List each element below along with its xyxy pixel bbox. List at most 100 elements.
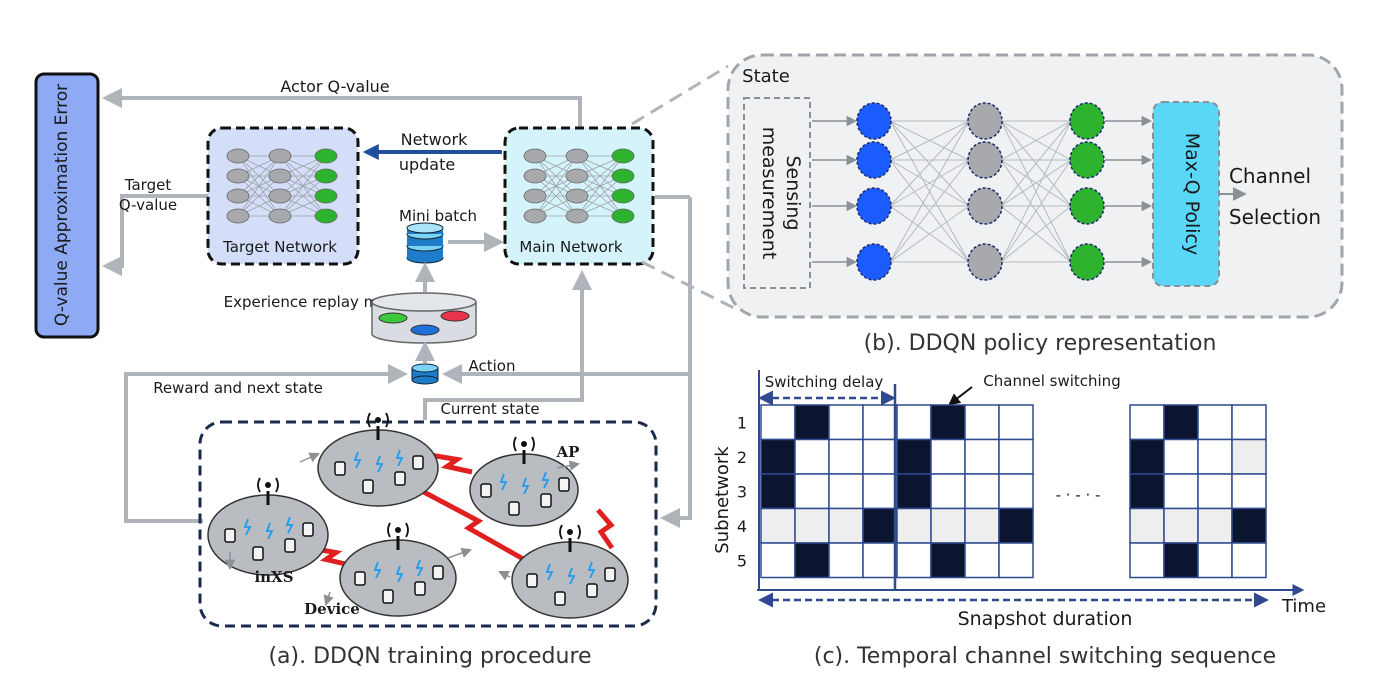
ap-wave xyxy=(257,477,261,493)
device-icon xyxy=(412,455,424,470)
grid-cell xyxy=(964,404,1000,441)
mobility-arrow xyxy=(323,591,334,606)
device-icon xyxy=(586,583,598,598)
ap-antenna-icon xyxy=(395,527,401,533)
mini-net-node xyxy=(268,188,292,204)
inxs-label: inXS xyxy=(254,568,293,586)
mini-batch-label: Mini batch xyxy=(399,207,477,225)
target-network-label: Target Network xyxy=(222,238,337,256)
row-label: 1 xyxy=(737,413,747,432)
signal-icon xyxy=(567,567,576,585)
policy-edge xyxy=(1000,120,1072,263)
mobility-arrow xyxy=(556,460,581,471)
device-icon xyxy=(302,522,314,537)
device-icon xyxy=(558,477,570,492)
grid-cell xyxy=(964,473,1000,510)
mini-net-node xyxy=(226,208,250,224)
grid-cell xyxy=(760,404,796,441)
grid-cell xyxy=(828,507,864,544)
mini-net-edge xyxy=(576,175,624,217)
grid-cell xyxy=(1231,404,1267,441)
ap-wave xyxy=(367,412,371,428)
row-label: 5 xyxy=(737,551,747,570)
mini-net-node xyxy=(314,148,338,164)
subnetwork-cluster xyxy=(511,524,629,619)
zoom-line-top xyxy=(631,64,729,126)
policy-edge xyxy=(1000,159,1072,263)
device-icon xyxy=(604,567,616,582)
device-label: Device xyxy=(304,600,360,618)
grid-cell xyxy=(930,438,966,475)
subnetwork-cluster xyxy=(207,477,329,576)
lightning-link xyxy=(596,508,615,550)
sensing-box xyxy=(743,97,811,289)
grid-cell xyxy=(998,404,1034,441)
grid-cell xyxy=(1197,438,1233,475)
ap-antenna-icon xyxy=(375,417,381,423)
signal-icon xyxy=(499,473,508,491)
policy-node xyxy=(1069,243,1105,281)
mini-net-node xyxy=(523,168,547,184)
grid-cell xyxy=(862,542,898,579)
mini-net-node xyxy=(565,168,589,184)
grid-cell xyxy=(896,507,932,544)
grid-cell xyxy=(998,542,1034,579)
policy-node xyxy=(967,187,1003,225)
grid-cell xyxy=(896,438,932,475)
signal-icon xyxy=(373,561,382,579)
mini-net-node xyxy=(314,188,338,204)
signal-icon xyxy=(541,471,550,489)
ap-wave xyxy=(387,522,391,538)
mini-net-node xyxy=(314,208,338,224)
signal-icon xyxy=(353,451,362,469)
current-state-arrow xyxy=(423,270,592,420)
policy-node xyxy=(967,102,1003,140)
policy-network-edges xyxy=(889,115,1153,268)
grid-cell xyxy=(794,473,830,510)
signal-icon xyxy=(243,518,252,536)
grid-cell xyxy=(1163,542,1199,579)
mini-net-node xyxy=(523,188,547,204)
ap-wave xyxy=(559,524,563,540)
grid-cell xyxy=(930,507,966,544)
policy-edge xyxy=(889,159,970,207)
ap-wave xyxy=(513,436,517,452)
grid-cell xyxy=(998,473,1034,510)
grid-cell xyxy=(1163,473,1199,510)
ap-antenna-icon xyxy=(521,441,527,447)
mini-batch-icon xyxy=(406,222,444,264)
grid-cell xyxy=(862,404,898,441)
mini-net-node xyxy=(268,148,292,164)
mini-net-edge xyxy=(576,155,624,217)
mobility-arrow xyxy=(299,452,320,463)
network-update-line2: update xyxy=(399,155,455,174)
subnetwork-cluster xyxy=(317,412,439,507)
caption-c: (c). Temporal channel switching sequence xyxy=(814,644,1276,669)
grid-cell xyxy=(1129,542,1165,579)
panel-c: Switching delay Channel switching 12345 … xyxy=(712,370,1326,669)
grid-cell xyxy=(930,473,966,510)
mini-net-node xyxy=(314,168,338,184)
ap-wave xyxy=(275,477,279,493)
max-q-policy-label: Max-Q Policy xyxy=(1181,133,1203,255)
grid-cell xyxy=(930,404,966,441)
device-icon xyxy=(354,571,366,586)
mini-net-edge xyxy=(534,175,578,217)
policy-node xyxy=(1069,102,1105,140)
device-icon xyxy=(432,565,444,580)
row-label: 2 xyxy=(737,448,747,467)
time-label: Time xyxy=(1281,596,1326,617)
action-label: Action xyxy=(469,357,516,375)
target-q-value-line1: Target xyxy=(124,176,172,194)
mini-net-node xyxy=(226,168,250,184)
device-icon xyxy=(554,591,566,606)
mini-net-edge xyxy=(576,155,624,197)
mini-net-edge xyxy=(279,175,327,217)
policy-node xyxy=(967,141,1003,179)
grid-cell xyxy=(760,542,796,579)
grid-cell xyxy=(794,542,830,579)
grid-cell xyxy=(1231,438,1267,475)
mini-net-node xyxy=(565,208,589,224)
policy-edge xyxy=(889,159,970,263)
